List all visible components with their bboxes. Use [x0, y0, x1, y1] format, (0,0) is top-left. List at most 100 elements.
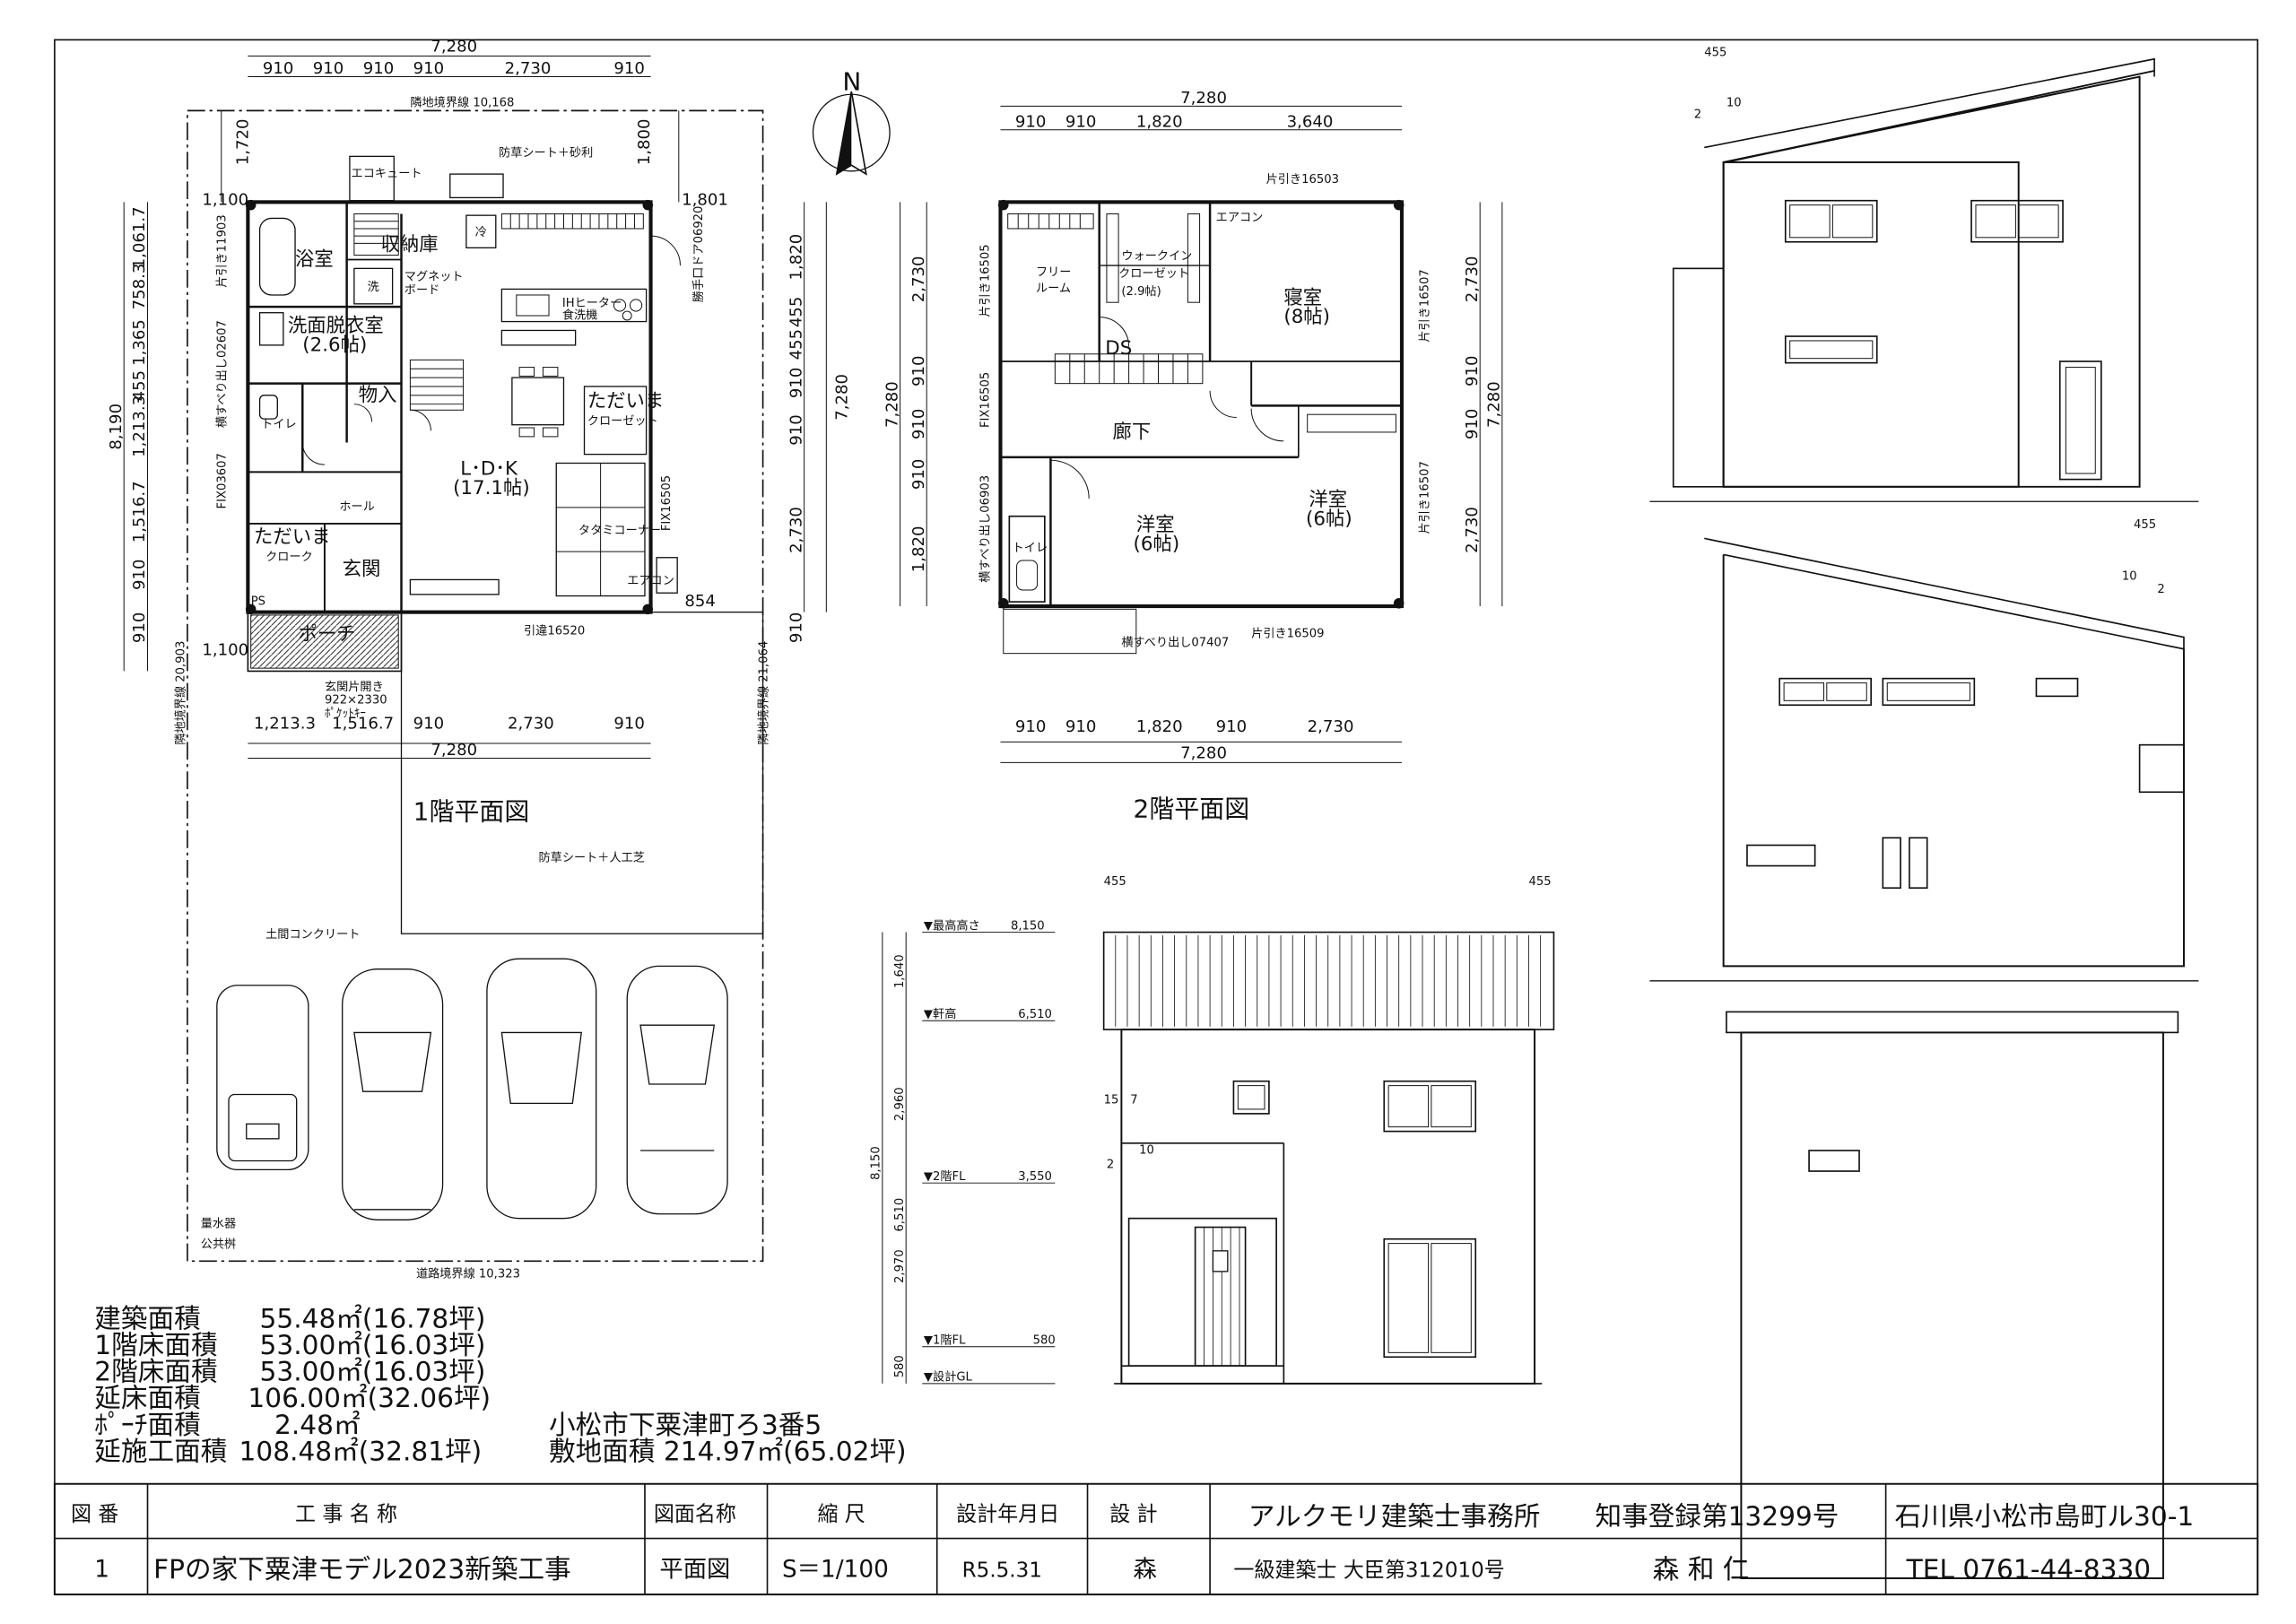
room-ldk: L･D･K	[460, 458, 518, 481]
note-turf: 防草シート＋人工芝	[539, 851, 645, 865]
dim-f2-bot-2: 910	[1065, 717, 1097, 736]
tb-license: 一級建築士 大臣第312010号	[1233, 1559, 1504, 1582]
dim-f2-left-3: 910	[909, 409, 928, 440]
dim-f1-right-4: 910	[787, 368, 805, 399]
dim-f2-top-2: 910	[1065, 112, 1097, 131]
dim-f1-left-3: 1,365	[130, 319, 149, 366]
dim-f1-misc-5: 1,100	[202, 640, 248, 659]
dim-f1-bot-3: 910	[413, 715, 445, 734]
dim-f2-left-total: 7,280	[883, 381, 901, 428]
dim-f1-misc-6: 854	[684, 592, 716, 611]
side-slope-b-1: 10	[1726, 96, 1742, 109]
note-ecocute: エコキュート	[352, 167, 422, 180]
slope-b: 7	[1130, 1093, 1137, 1107]
dim-f1-misc-4: 1,801	[682, 191, 728, 210]
dim-f2-right-4: 2,730	[1463, 507, 1482, 553]
room-bedroom: 寝室	[1283, 287, 1322, 309]
floor2-labels: 2階平面図 フリー ルーム ウォークイン クローゼット (2.9帖) 寝室 (8…	[883, 89, 1503, 823]
note-win-bath: 片引き11903	[215, 214, 230, 287]
area-table: 建築面積 55.48㎡(16.78坪) 1階床面積 53.00㎡(16.03坪)…	[94, 1303, 906, 1466]
dim-f2-bot-3: 1,820	[1136, 717, 1183, 736]
area-label-1f: 1階床面積	[94, 1330, 217, 1360]
room-genkan: 玄関	[343, 559, 381, 581]
dim-f2-top-4: 3,640	[1287, 112, 1334, 131]
side-overhang-2: 455	[2134, 518, 2156, 532]
note-win-ldk-bottom: 引違16520	[524, 623, 585, 638]
dim-f1-bot-5: 910	[613, 715, 645, 734]
room-porch: ポーチ	[298, 623, 355, 646]
area-label-2f: 2階床面積	[94, 1357, 217, 1387]
dim-f2-top-total: 7,280	[1180, 89, 1227, 108]
overhang-left: 455	[1104, 875, 1126, 889]
tb-architect: 森 和 仁	[1653, 1554, 1750, 1585]
level-max-value: 8,150	[1011, 919, 1045, 933]
slope-c: 2	[1107, 1159, 1114, 1172]
tb-date: R5.5.31	[962, 1559, 1042, 1582]
room-items: 物入	[359, 384, 397, 406]
title-block-text: 図 番 工 事 名 称 図面名称 縮 尺 設計年月日 設 計 アルクモリ建築士事…	[71, 1501, 2194, 1585]
dim-f1-right-3: 455	[787, 329, 805, 360]
dim-f1-bot-1: 1,213.3	[254, 715, 316, 734]
area-value-2f: 53.00㎡(16.03坪)	[260, 1357, 486, 1387]
vdim-3: 2,970	[893, 1249, 907, 1283]
dim-f1-left-4: 455	[130, 370, 149, 402]
dim-f1-right-5: 910	[787, 414, 805, 446]
dim-f2-left-5: 1,820	[909, 525, 928, 572]
side-slope-a-2: 2	[2157, 583, 2164, 596]
room-toilet: トイレ	[261, 418, 296, 431]
title-block	[53, 1482, 2259, 1596]
dim-f2-bot-1: 910	[1015, 717, 1047, 736]
tb-designer: 森	[1134, 1556, 1157, 1583]
dim-f2-bot-4: 910	[1216, 717, 1248, 736]
floor1-title: 1階平面図	[413, 797, 530, 827]
note-2f-win-left3: 横すべり出し06903	[978, 475, 992, 583]
note-meter: 量水器	[201, 1217, 236, 1231]
room-tadaima-closet2: クローゼット	[587, 414, 658, 429]
note-entrance-door: 玄関片開き	[325, 679, 384, 694]
area-label-total: 延床面積	[94, 1383, 200, 1413]
note-2f-win-left1: 片引き16505	[978, 244, 992, 317]
floor2-plan	[900, 105, 1503, 763]
neighbor-line-right: 隣地境界線 21,064	[757, 641, 771, 745]
room-western2: 洋室	[1309, 489, 1347, 511]
area-value-porch: 2.48㎡	[274, 1410, 361, 1440]
side-elevations	[1649, 57, 2199, 1579]
note-2f-win-left2: FIX16505	[978, 372, 992, 428]
dim-f2-top-3: 1,820	[1136, 112, 1183, 131]
room-free: フリー	[1036, 266, 1071, 280]
dim-f1-misc-3: 1,100	[202, 191, 248, 210]
dim-f2-bot-5: 2,730	[1308, 717, 1354, 736]
room-tadaima-closet: ただいま	[587, 390, 665, 413]
room-bath: 浴室	[295, 248, 334, 271]
vdim-6: 8,150	[870, 1146, 883, 1180]
side-slope-a-1: 2	[1694, 109, 1701, 122]
dim-f1-top-1: 910	[263, 59, 294, 78]
north-label: N	[842, 66, 861, 96]
side-slope-b-2: 10	[2122, 569, 2137, 583]
note-concrete: 土間コンクリート	[265, 927, 360, 942]
tb-header-no: 図 番	[71, 1503, 118, 1526]
note-entrance-size: 922×2330	[325, 694, 387, 708]
note-tatami: タタミコーナー	[578, 523, 661, 537]
dim-f2-bot-total: 7,280	[1180, 743, 1227, 762]
note-2f-win-right2: 片引き16507	[1418, 461, 1432, 534]
room-free2: ルーム	[1036, 282, 1071, 296]
neighbor-line-top: 隣地境界線 10,168	[410, 95, 514, 109]
room-tadaima-cloak2: クローク	[265, 550, 313, 564]
note-dishwasher: 食洗機	[562, 307, 597, 322]
room-storage: 収納庫	[380, 234, 438, 256]
room-western1-size: (6帖)	[1134, 534, 1180, 556]
note-aircon: エアコン	[627, 574, 674, 587]
dim-f1-top-2: 910	[313, 59, 344, 78]
road-line: 道路境界線 10,323	[416, 1266, 520, 1281]
tb-header-designer: 設 計	[1109, 1503, 1157, 1526]
dim-f1-left-5: 1,213.3	[130, 395, 149, 457]
dim-f1-top-5: 2,730	[505, 59, 552, 78]
dim-f1-bot-2: 1,516.7	[332, 715, 394, 734]
area-value-total: 106.00㎡(32.06坪)	[248, 1383, 491, 1413]
north-arrow-icon: N	[812, 66, 891, 176]
room-hall: ホール	[339, 500, 374, 514]
dim-f2-left-1: 2,730	[909, 256, 928, 302]
level-1fl-value: 580	[1033, 1333, 1056, 1347]
label-wash: 洗	[368, 280, 379, 294]
